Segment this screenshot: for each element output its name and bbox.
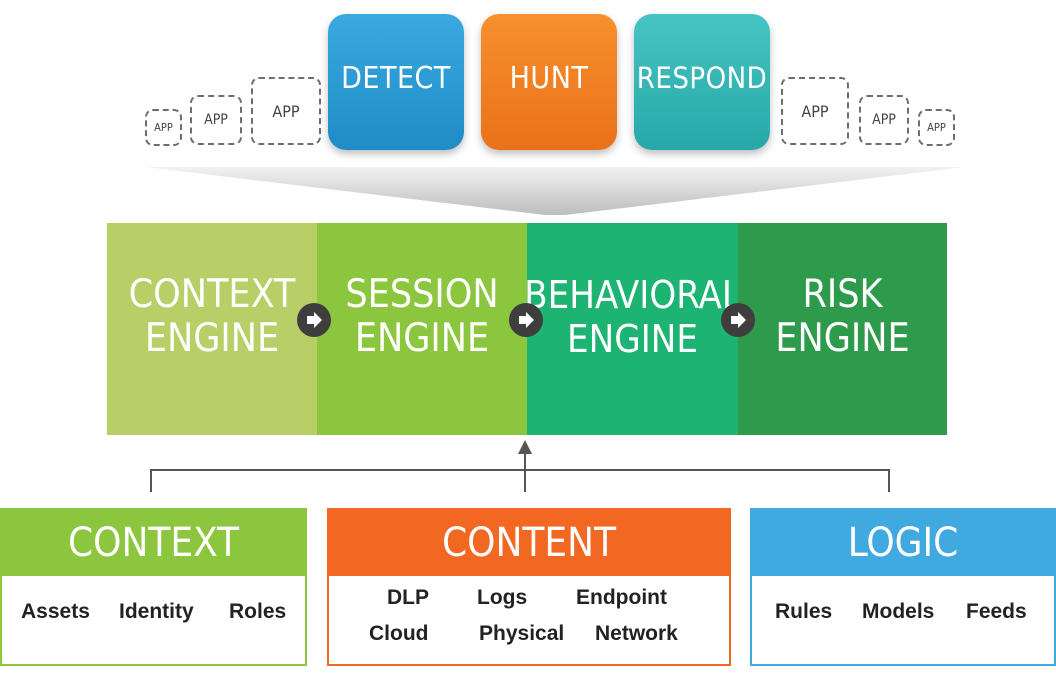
item-network: Network [595, 622, 678, 645]
content-source-body: DLP Logs Endpoint Cloud Physical Network [329, 576, 729, 664]
session-engine-subtitle: ENGINE [354, 316, 490, 361]
item-roles: Roles [229, 600, 287, 623]
risk-engine-block: RISK ENGINE [738, 223, 947, 435]
content-source-box: CONTENT DLP Logs Endpoint Cloud Physical… [327, 508, 731, 666]
item-feeds: Feeds [966, 600, 1027, 623]
source-connector-lines [150, 440, 890, 492]
content-source-title: CONTENT [329, 510, 729, 576]
app-box-right-large: APP [781, 77, 849, 145]
risk-engine-subtitle: ENGINE [775, 316, 910, 361]
risk-engine-title: RISK [802, 272, 883, 317]
item-rules: Rules [775, 600, 833, 623]
item-assets: Assets [21, 600, 90, 623]
logic-source-box: LOGIC Rules Models Feeds [750, 508, 1056, 666]
app-box-right-medium: APP [859, 95, 909, 145]
item-logs: Logs [477, 586, 528, 609]
item-physical: Physical [479, 622, 565, 645]
behavioral-engine-block: BEHAVIORAL ENGINE [524, 223, 741, 435]
arrow-right-icon [297, 303, 331, 337]
context-source-box: CONTEXT Assets Identity Roles [0, 508, 307, 666]
funnel-shape [145, 167, 965, 215]
arrow-right-icon [721, 303, 755, 337]
item-endpoint: Endpoint [576, 586, 667, 609]
context-engine-title: CONTEXT [128, 272, 296, 317]
item-dlp: DLP [387, 586, 429, 609]
detect-tile: DETECT [328, 14, 464, 150]
context-engine-block: CONTEXT ENGINE [107, 223, 317, 435]
respond-tile: RESPOND [634, 14, 770, 150]
logic-source-body: Rules Models Feeds [752, 576, 1054, 664]
context-source-title: CONTEXT [2, 510, 305, 576]
behavioral-engine-title: BEHAVIORAL [524, 273, 741, 317]
logic-source-title: LOGIC [752, 510, 1054, 576]
hunt-tile: HUNT [481, 14, 617, 150]
item-identity: Identity [119, 600, 194, 623]
context-source-body: Assets Identity Roles [2, 576, 305, 664]
behavioral-engine-subtitle: ENGINE [567, 317, 698, 361]
app-box-right-small: APP [918, 109, 955, 146]
session-engine-title: SESSION [345, 272, 499, 317]
app-box-left-small: APP [145, 109, 182, 146]
session-engine-block: SESSION ENGINE [317, 223, 527, 435]
app-box-left-medium: APP [190, 95, 242, 145]
arrow-right-icon [509, 303, 543, 337]
context-engine-subtitle: ENGINE [144, 316, 280, 361]
app-box-left-large: APP [251, 77, 321, 145]
item-models: Models [862, 600, 935, 623]
item-cloud: Cloud [369, 622, 429, 645]
